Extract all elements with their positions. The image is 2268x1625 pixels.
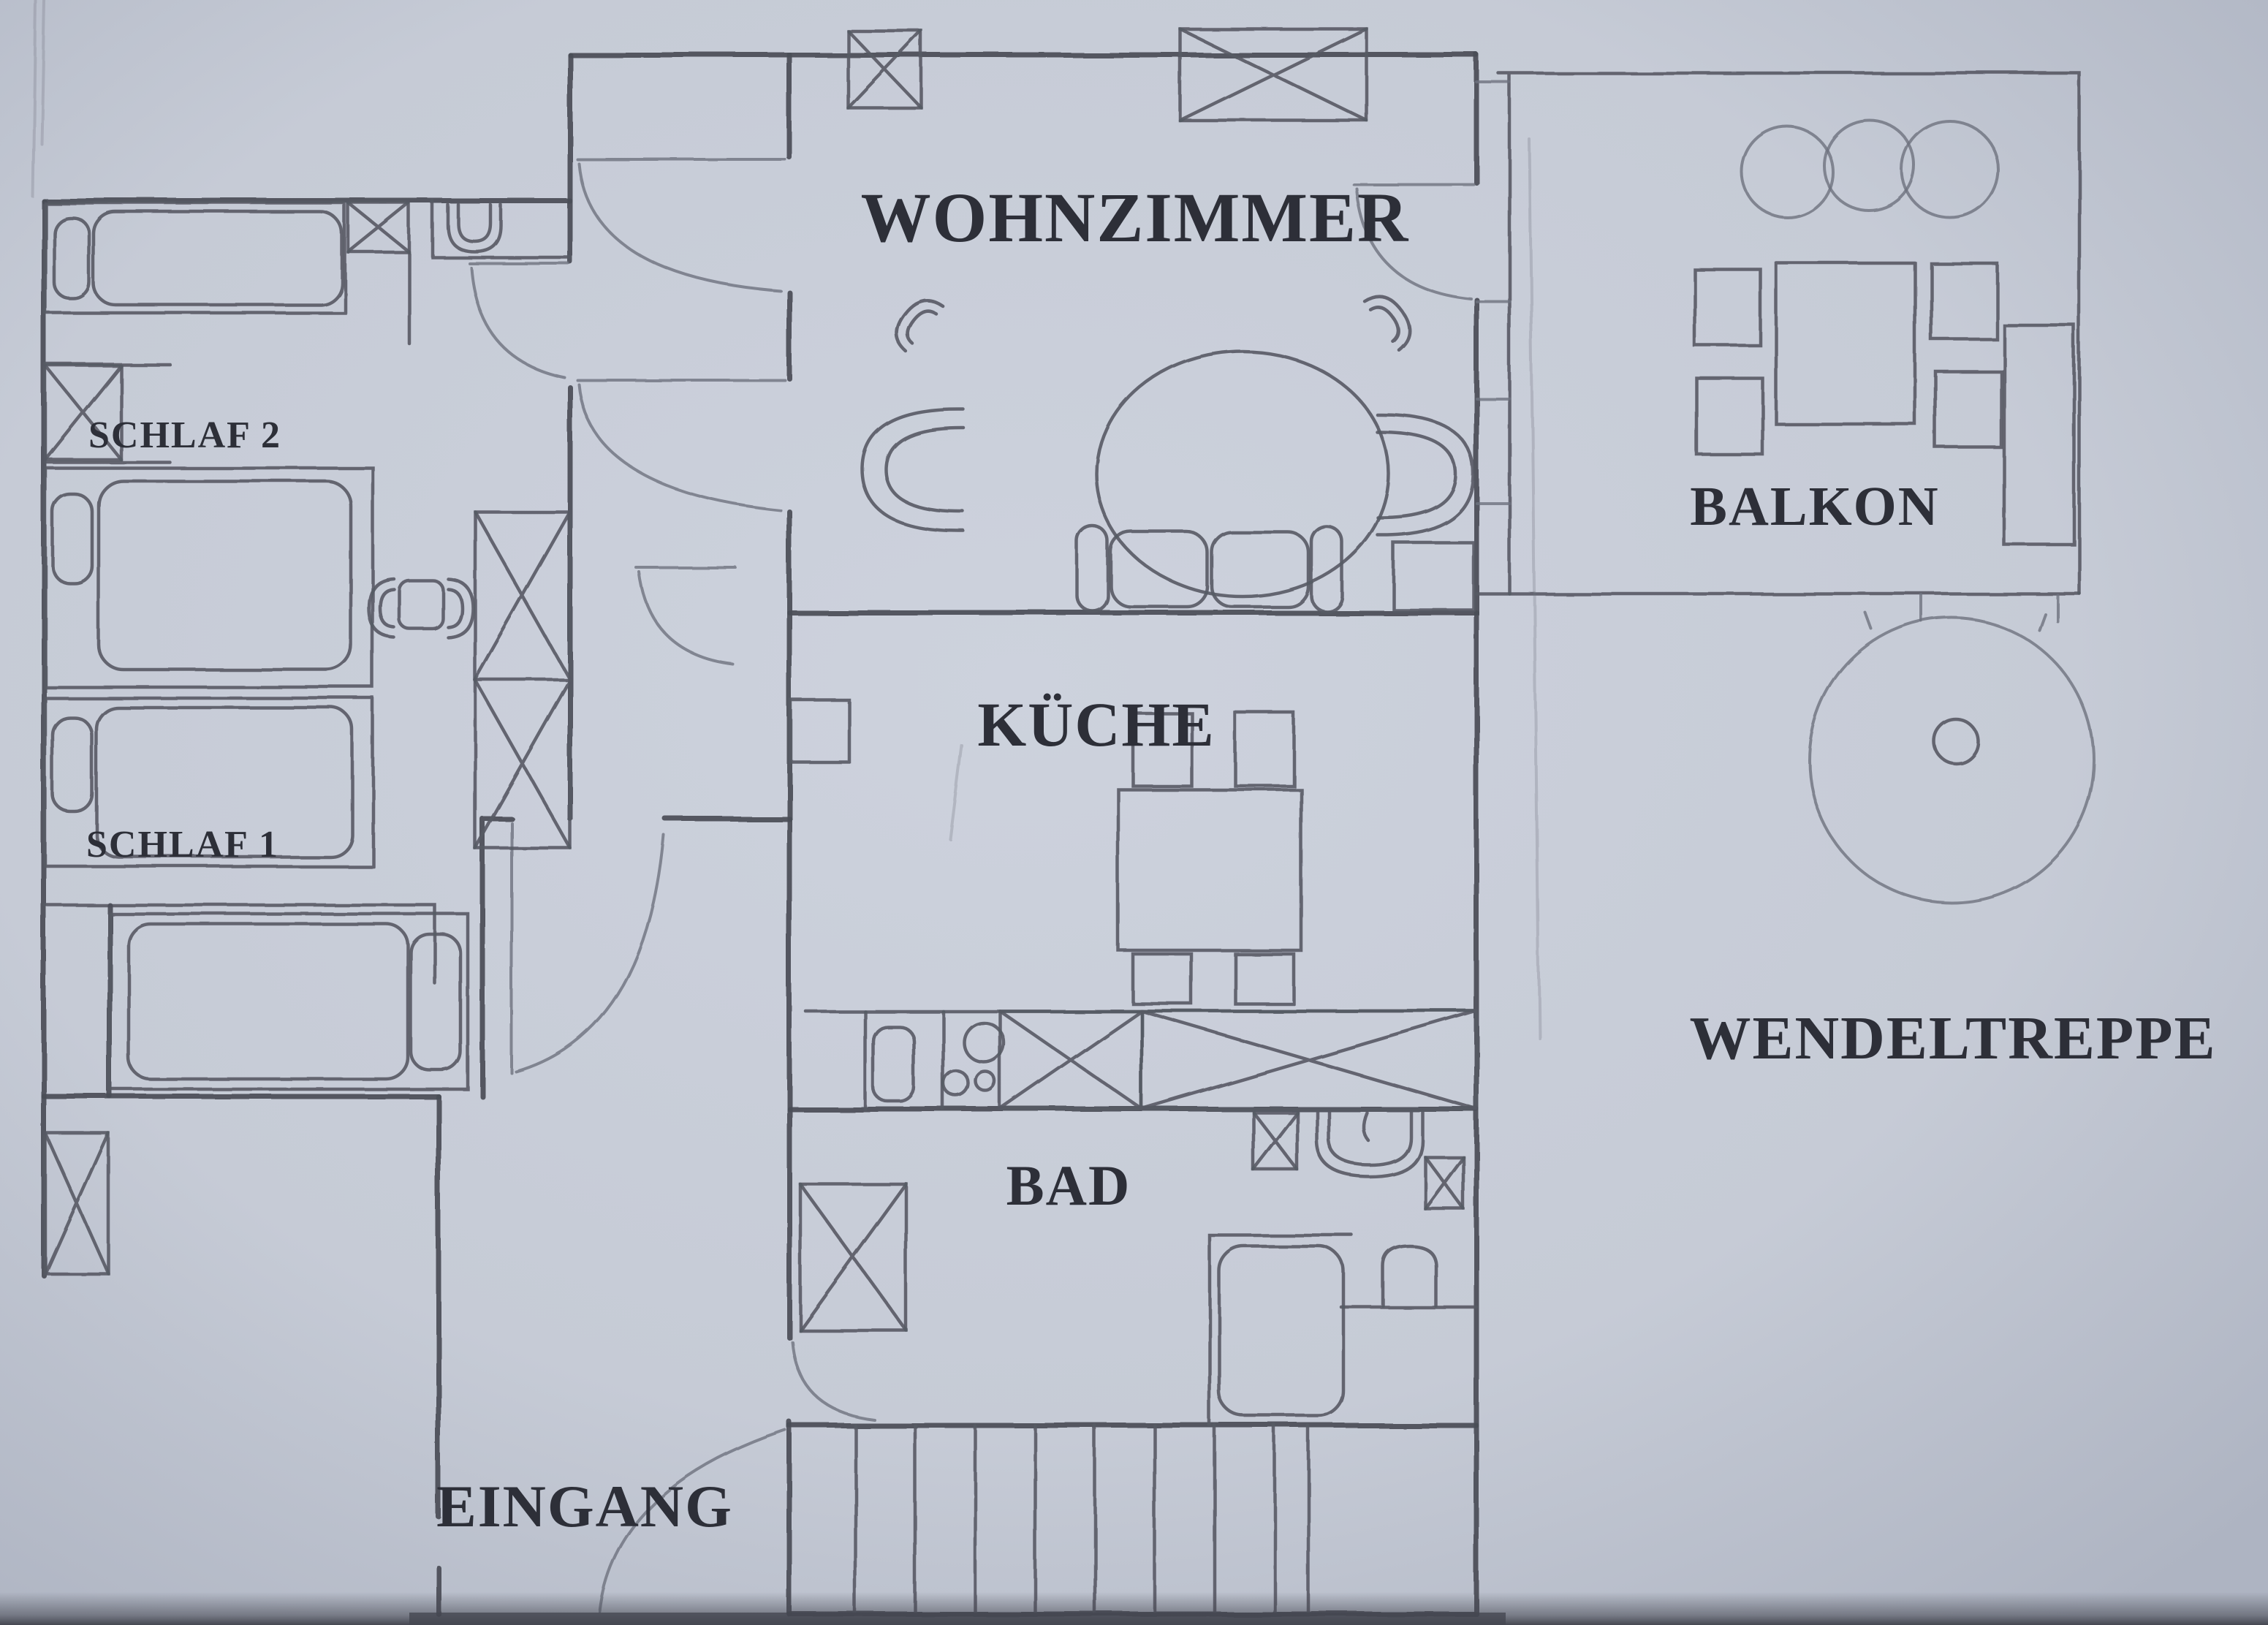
wardrobe-x-icon <box>473 510 572 850</box>
room-label-balkon: BALKON <box>1690 476 1939 537</box>
bathtub-icon <box>1207 1233 1354 1428</box>
window-x-icon <box>346 201 411 346</box>
balkon-furniture <box>1692 118 2077 547</box>
bed-icon <box>43 201 347 315</box>
toilet-icon <box>446 202 503 254</box>
door-arc-icon <box>576 158 786 292</box>
room-label-eingang: EINGANG <box>436 1473 733 1539</box>
kueche-furniture <box>789 698 1479 1111</box>
vent-x-icon <box>1251 1110 1300 1172</box>
window-x-icon <box>43 1131 110 1276</box>
chair-icon <box>1131 711 1194 788</box>
room-label-wendeltreppe: WENDELTREPPE <box>1689 1004 2216 1072</box>
balcony-chair-icon <box>1933 369 2003 450</box>
door-arc-icon <box>468 262 569 379</box>
balcony-chair-icon <box>1929 261 1999 341</box>
dining-table-icon <box>1116 787 1303 952</box>
armchair-icon <box>1376 413 1476 537</box>
sideboard-icon <box>1391 540 1476 612</box>
chair-icon <box>1131 952 1194 1006</box>
door-arc-icon <box>791 1341 876 1421</box>
window-and-cupboard-x-symbols <box>43 27 1479 1333</box>
room-label-bad: BAD <box>1006 1154 1131 1217</box>
chair-icon <box>1233 711 1296 788</box>
toilet-icon <box>1381 1243 1438 1308</box>
plant-icon <box>1900 120 2000 219</box>
cupboard-x-icon <box>798 1182 909 1333</box>
balcony-table-icon <box>1774 261 1917 426</box>
room-label-wohnzimmer: WOHNZIMMER <box>861 178 1410 257</box>
washbasin-icon <box>1315 1109 1425 1179</box>
window-x-icon <box>1423 1155 1465 1211</box>
door-arc-icon <box>1352 183 1475 300</box>
plant-icon <box>1822 118 1916 212</box>
room-label-schlaf1: SCHLAF 1 <box>86 824 279 865</box>
door-arc-icon <box>634 566 737 665</box>
bed-icon <box>107 912 470 1091</box>
sun-lounger-icon <box>2002 323 2077 547</box>
stove-icon <box>941 1020 1006 1098</box>
spiral-staircase-icon <box>1808 611 2096 904</box>
door-arcs <box>468 158 1475 1613</box>
photo-edge-dark-strip <box>409 1613 1506 1625</box>
chair-icon <box>1233 952 1296 1006</box>
plant-icon <box>1740 125 1834 219</box>
room-labels: SCHLAF 2 SCHLAF 1 WOHNZIMMER KÜCHE BAD E… <box>86 178 2216 1539</box>
kitchen-counter <box>803 1009 1479 1111</box>
bed-icon <box>43 696 375 868</box>
door-arc-icon <box>598 1428 786 1613</box>
kitchen-sink-icon <box>871 1024 916 1103</box>
closet-x-icon <box>43 362 172 464</box>
bed-icon <box>43 466 375 689</box>
sofa-icon <box>1075 524 1344 613</box>
schlaf1-furniture <box>43 696 470 1091</box>
room-label-schlaf2: SCHLAF 2 <box>88 414 281 456</box>
pencil-artifacts <box>31 0 1541 1039</box>
schlaf2-furniture <box>43 201 503 689</box>
armchair-icon <box>860 407 966 533</box>
window-x-icon <box>846 29 923 110</box>
door-arc-icon <box>576 379 786 512</box>
window-x-icon <box>1178 27 1369 123</box>
stairs-icon <box>853 1423 1311 1616</box>
room-label-kueche: KÜCHE <box>977 689 1215 760</box>
bad-furniture <box>1207 1109 1438 1428</box>
round-table-icon <box>1094 349 1391 599</box>
door-arc-icon <box>510 822 665 1075</box>
side-table-icon <box>397 578 445 631</box>
wall-cabinet-icon <box>789 698 852 764</box>
balcony-chair-icon <box>1692 267 1762 347</box>
balcony-chair-icon <box>1695 376 1765 457</box>
wohnzimmer-furniture <box>860 287 1476 613</box>
